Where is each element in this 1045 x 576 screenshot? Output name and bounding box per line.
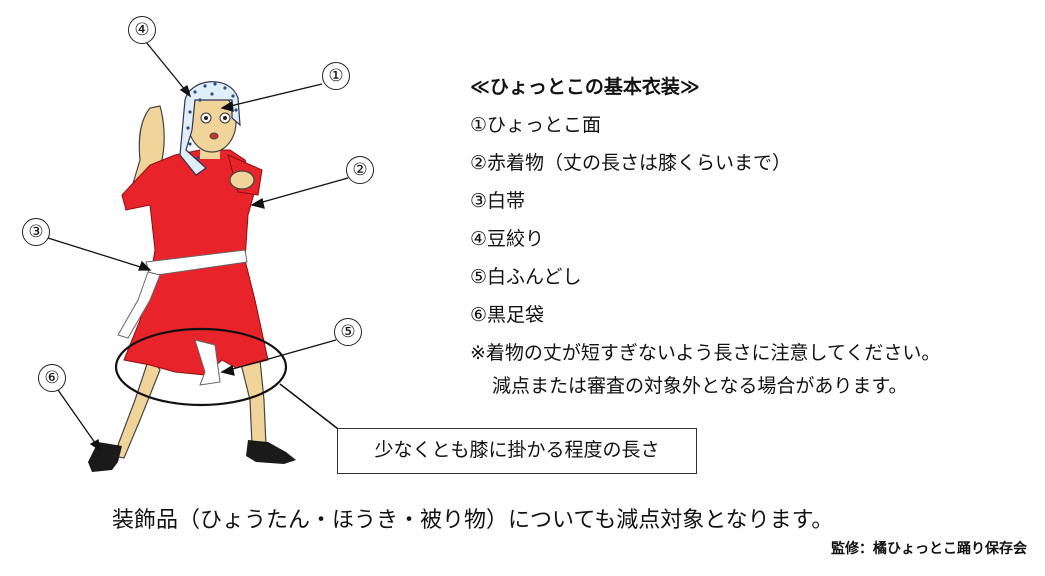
right-leg (239, 359, 267, 447)
marker-5: ⑤ (334, 318, 362, 346)
legend-item-obi: ③白帯 (470, 190, 526, 212)
white-obi (145, 249, 248, 277)
marker-4: ④ (128, 16, 156, 44)
left-tabi (88, 442, 122, 472)
pointer-6 (57, 389, 101, 451)
legend-note: ※着物の丈が短すぎないよう長さに注意してください。 (470, 342, 941, 364)
supervision-credit: 監修：橘ひょっとこ踊り保存会 (831, 541, 1027, 557)
legend-item-headscarf: ④豆絞り (470, 228, 545, 250)
legend-item-kimono: ②赤着物（丈の長さは膝くらいまで） (470, 152, 792, 174)
marker-6: ⑥ (38, 364, 66, 392)
legend-title: ≪ひょっとこの基本衣装≫ (470, 76, 700, 98)
costume-legend: ≪ひょっとこの基本衣装≫ ①ひょっとこ面 ②赤着物（丈の長さは膝くらいまで） ③… (470, 72, 940, 404)
pointer-5 (221, 339, 337, 373)
marker-3: ③ (22, 218, 50, 246)
pointer-4 (145, 41, 191, 97)
legend-item-mask: ①ひょっとこ面 (470, 114, 602, 136)
right-hand (229, 170, 255, 190)
callout-connector (279, 383, 343, 433)
legend-item-fundoshi: ⑤白ふんどし (470, 266, 582, 288)
pointer-2 (251, 177, 349, 206)
mask-mouth (209, 132, 219, 140)
knee-length-callout: 少なくとも膝に掛かる程度の長さ (337, 428, 697, 474)
white-fundoshi (194, 339, 221, 386)
legend-item-tabi: ⑥黒足袋 (470, 304, 545, 326)
obi-tail (117, 271, 161, 339)
pointer-1 (221, 83, 323, 109)
headscarf-dots (186, 82, 238, 160)
marker-1: ① (322, 62, 350, 90)
knee-highlight-ellipse (114, 327, 288, 407)
pointer-3 (47, 237, 151, 271)
legend-note-continued: 減点または審査の対象外となる場合があります。 (492, 375, 908, 397)
right-tabi (246, 440, 296, 464)
marker-2: ② (346, 156, 374, 184)
mamejibori-headscarf (179, 81, 241, 176)
accessory-deduction-note: 装飾品（ひょうたん・ほうき・被り物）についても減点対象となります。 (112, 508, 834, 533)
